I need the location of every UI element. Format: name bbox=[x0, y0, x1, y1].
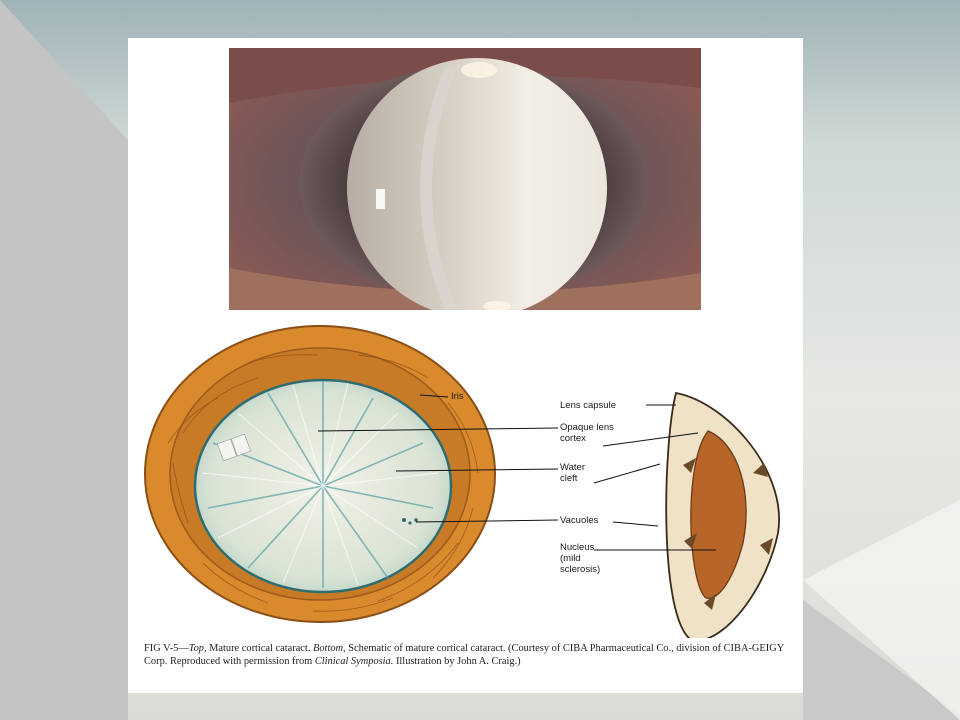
lens-nucleus bbox=[690, 430, 747, 599]
grey-triangle-left bbox=[0, 0, 128, 720]
cortical-spokes bbox=[207, 381, 434, 588]
cataract-photo bbox=[229, 48, 701, 310]
caption-fig-number: FIG V-5— bbox=[144, 643, 189, 654]
slit-beam bbox=[420, 65, 457, 310]
figure-caption: FIG V-5—Top, Mature cortical cataract. B… bbox=[144, 642, 794, 668]
caption-journal: Clinical Symposia. bbox=[314, 656, 394, 667]
caption-top: Top, bbox=[188, 643, 207, 654]
cross-section-clefts bbox=[683, 458, 773, 610]
caption-part3: Illustration by John A. Craig.) bbox=[393, 656, 521, 667]
corneal-reflex bbox=[376, 189, 385, 209]
caption-bottom: Bottom, bbox=[313, 643, 346, 654]
leader-lines bbox=[317, 394, 716, 551]
eyelid-bottom bbox=[229, 268, 701, 310]
white-striations bbox=[202, 382, 439, 586]
figure-panel: Iris Lens capsule Opaque lens cortex Wat… bbox=[128, 38, 803, 693]
grey-triangle-bottom-right bbox=[803, 600, 960, 720]
label-vacuoles: Vacuoles bbox=[560, 515, 599, 526]
cataract-schematic bbox=[144, 325, 780, 638]
label-lens-capsule: Lens capsule bbox=[560, 400, 616, 411]
label-opaque-lens-cortex: Opaque lens cortex bbox=[560, 422, 614, 444]
iris-fibers bbox=[167, 354, 479, 612]
lens-opacity bbox=[347, 58, 607, 310]
light-reflex-bottom bbox=[483, 301, 511, 310]
caption-part2: Schematic of mature cortical cataract. (… bbox=[144, 643, 784, 667]
light-reflex-top bbox=[461, 62, 497, 78]
label-nucleus: Nucleus (mild sclerosis) bbox=[560, 542, 601, 575]
label-iris: Iris bbox=[451, 391, 464, 402]
caption-part1: Mature cortical cataract. bbox=[206, 643, 314, 654]
corneal-reflex-schematic bbox=[216, 433, 252, 462]
white-triangle-right bbox=[803, 500, 960, 720]
label-water-cleft: Water cleft bbox=[560, 462, 585, 484]
vacuoles bbox=[402, 518, 418, 525]
